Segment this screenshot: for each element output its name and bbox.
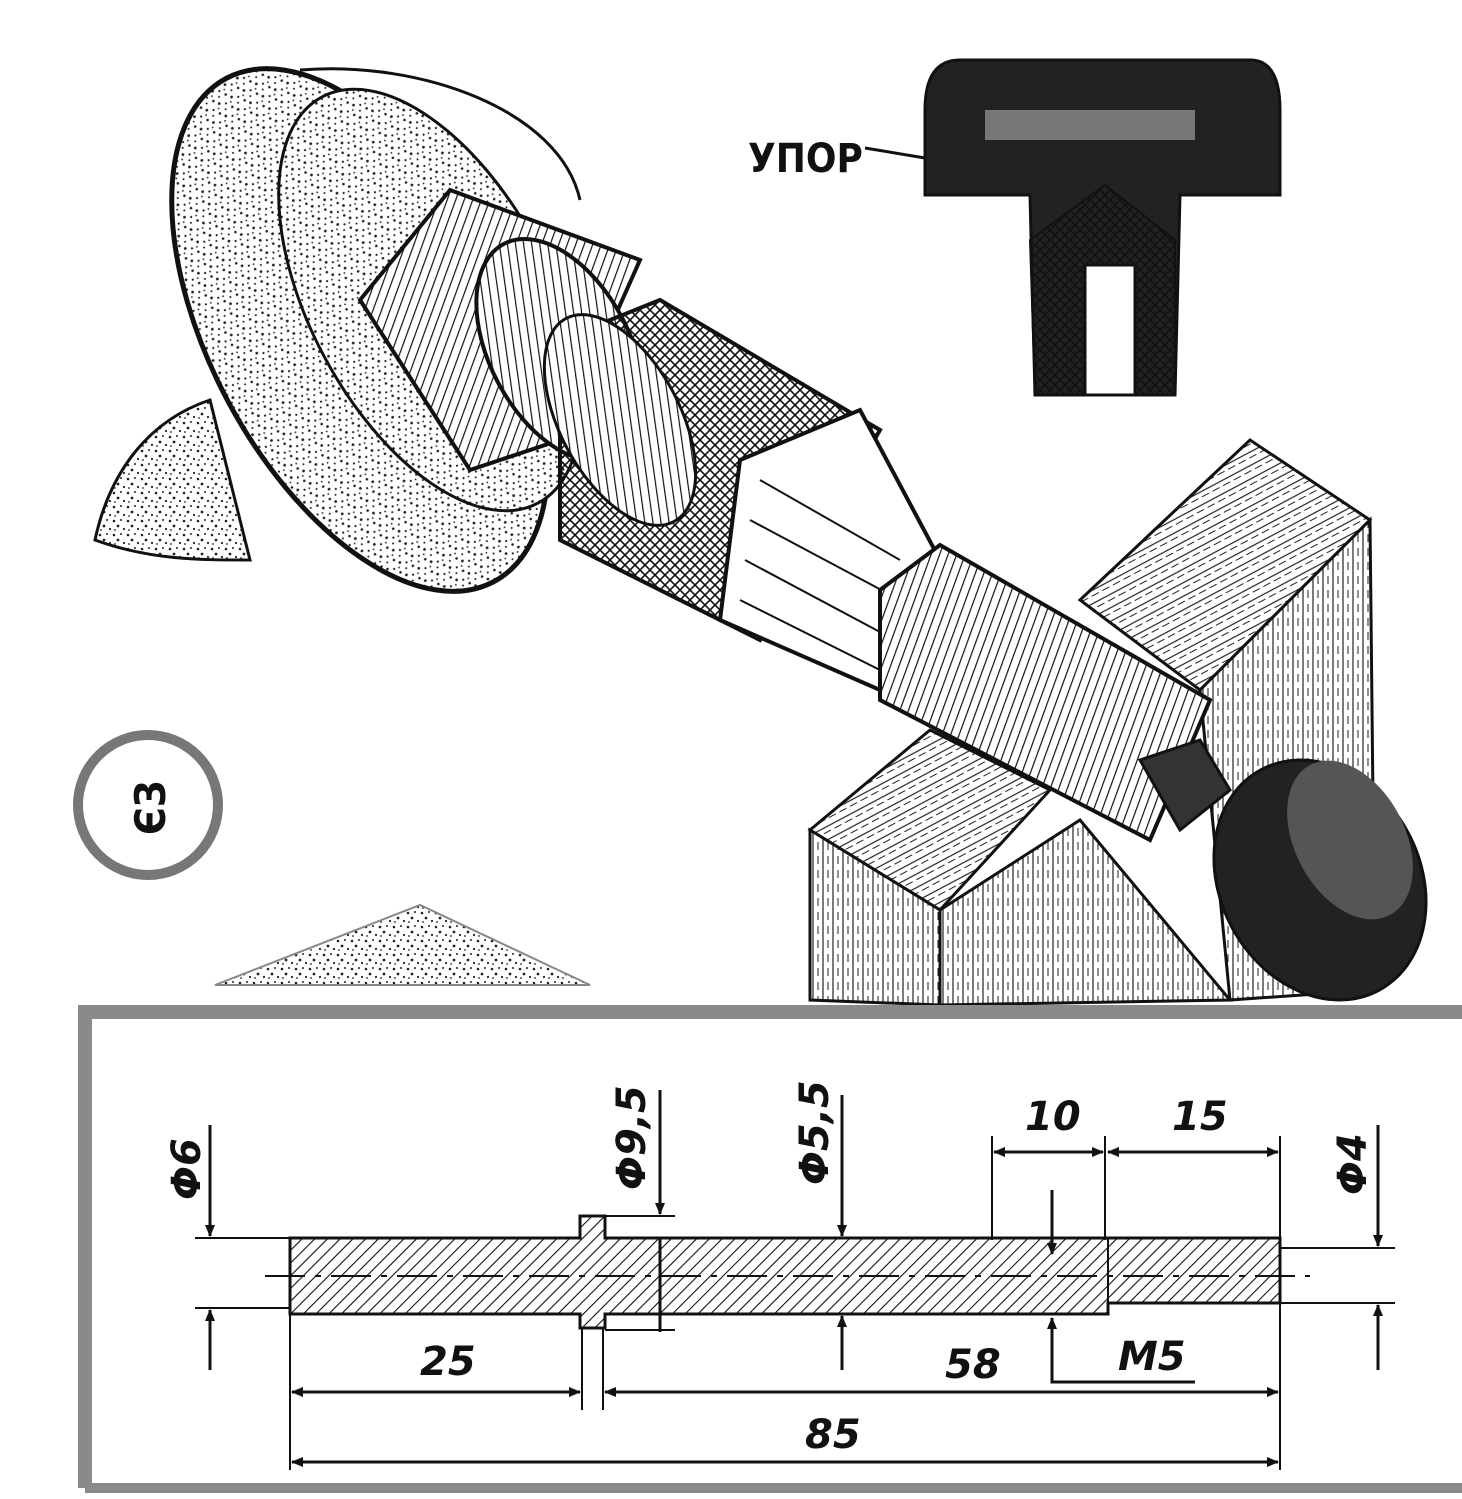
grinder-illustration: ЄЗ bbox=[73, 66, 1428, 1007]
dim-diameter-5-5: Φ5,5 bbox=[792, 1080, 838, 1185]
extension-lines bbox=[195, 1136, 1395, 1470]
dim-length-85: 85 bbox=[805, 1412, 861, 1458]
dim-diameter-9-5: Φ9,5 bbox=[609, 1085, 655, 1190]
stippled-wedge bbox=[214, 903, 591, 986]
stop-label: УПОР bbox=[748, 136, 863, 182]
shaft-section bbox=[265, 1214, 1310, 1330]
dim-thread-m5: M5 bbox=[1118, 1334, 1186, 1380]
ring-label: ЄЗ bbox=[126, 780, 175, 835]
dim-diameter-4: Φ4 bbox=[1330, 1133, 1376, 1195]
shaft-drawing: Φ6 Φ9,5 Φ5,5 Φ4 10 15 25 58 85 M5 bbox=[78, 1005, 1462, 1493]
drawing-frame bbox=[78, 1005, 1462, 1488]
retaining-ring: ЄЗ bbox=[73, 730, 223, 880]
dim-length-10: 10 bbox=[1025, 1094, 1081, 1140]
dim-length-58: 58 bbox=[945, 1342, 1001, 1388]
stop-knob bbox=[1137, 738, 1428, 1002]
dim-diameter-6: Φ6 bbox=[164, 1138, 210, 1200]
dim-length-25: 25 bbox=[420, 1339, 476, 1385]
dimension-labels: Φ6 Φ9,5 Φ5,5 Φ4 10 15 25 58 85 M5 bbox=[164, 1080, 1376, 1458]
dim-length-15: 15 bbox=[1172, 1094, 1228, 1140]
stop-detail-inset: УПОР bbox=[748, 58, 1282, 397]
dimension-lines bbox=[205, 1090, 1383, 1467]
